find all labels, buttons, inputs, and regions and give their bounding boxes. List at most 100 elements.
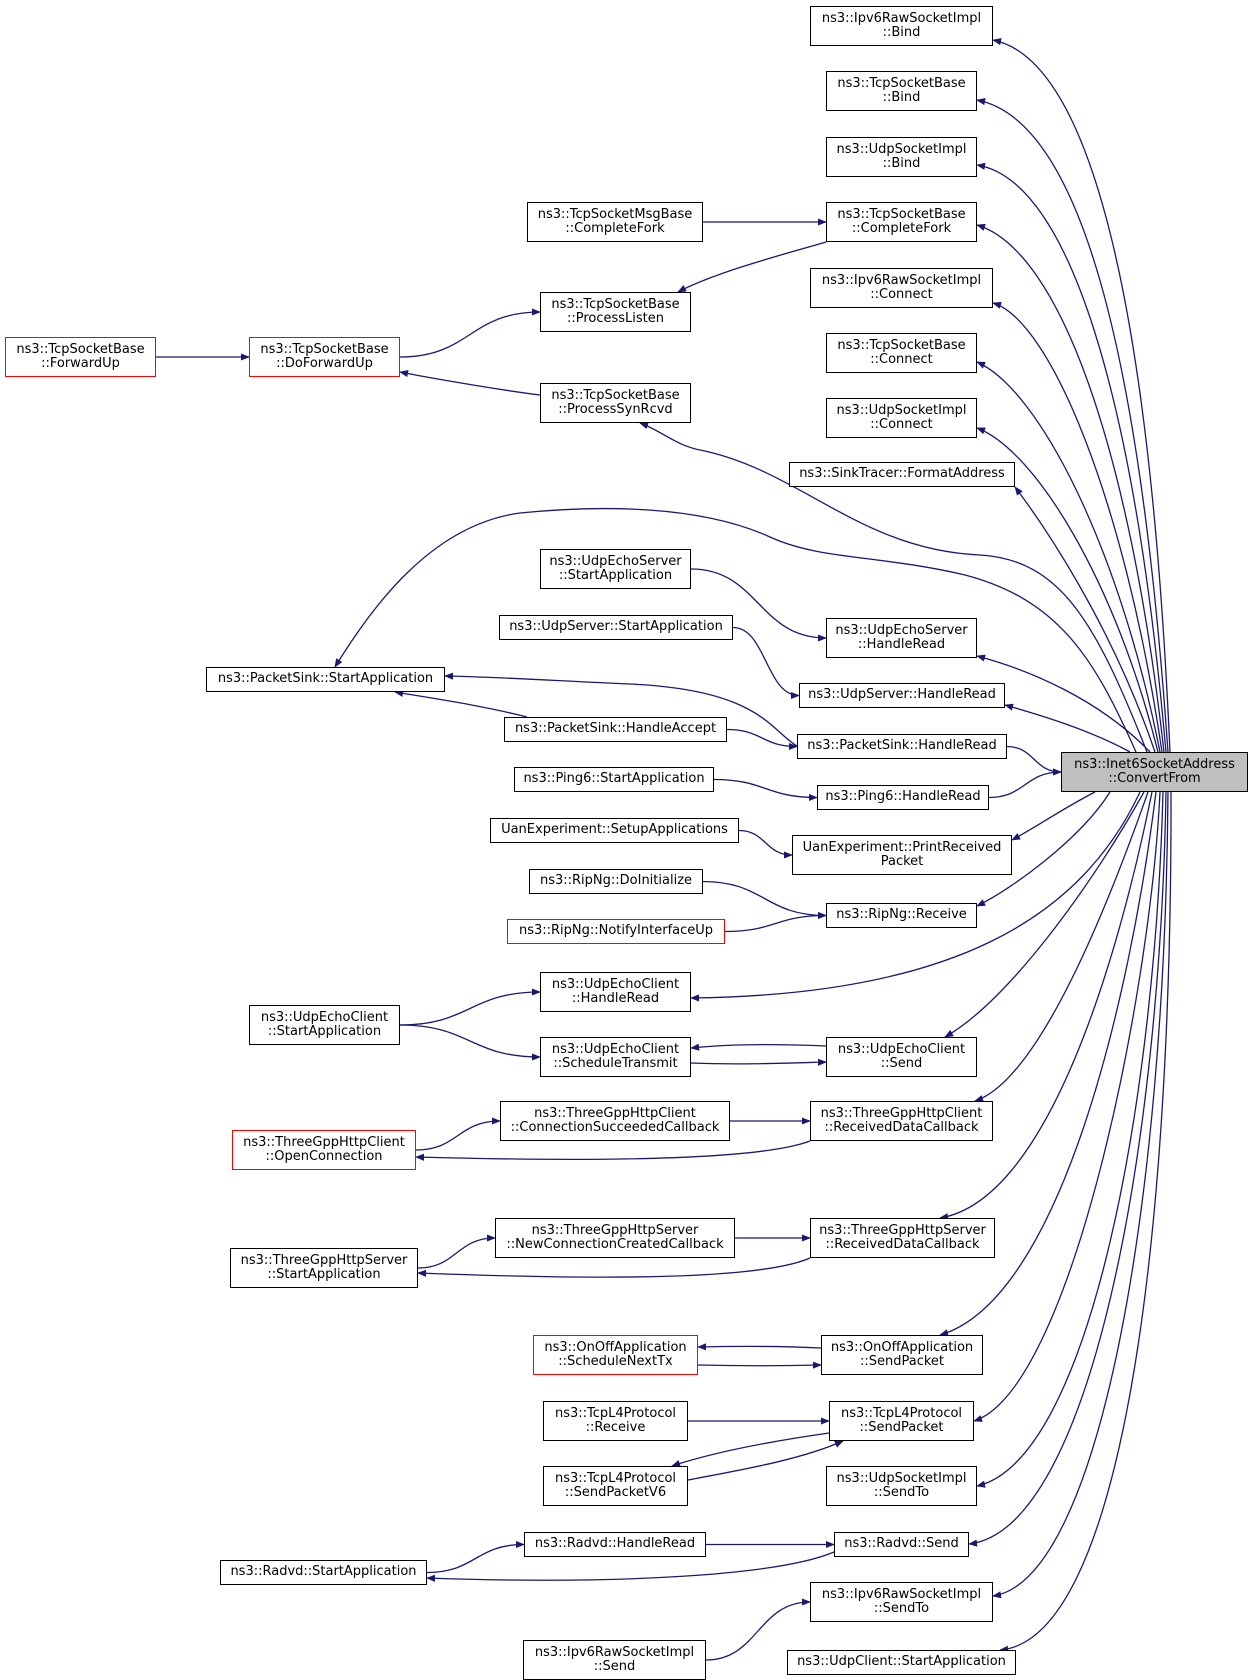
node-tcpbase-completefork[interactable]: ns3::TcpSocketBase::CompleteFork	[826, 202, 977, 242]
node-label-line: ::ProcessSynRcvd	[558, 402, 673, 417]
edge-sinktracer_formataddress-to-target	[1014, 486, 1156, 753]
node-ipv6raw-connect[interactable]: ns3::Ipv6RawSocketImpl::Connect	[810, 268, 993, 308]
node-udpechoclient-scheduletransmit[interactable]: ns3::UdpEchoClient::ScheduleTransmit	[540, 1037, 691, 1077]
node-onoff-sendpacket[interactable]: ns3::OnOffApplication::SendPacket	[821, 1335, 983, 1375]
node-tcpl4-receive[interactable]: ns3::TcpL4Protocol::Receive	[543, 1401, 688, 1441]
node-label-line: ns3::SinkTracer::FormatAddress	[799, 466, 1005, 482]
node-tcpbase-forwardup[interactable]: ns3::TcpSocketBase::ForwardUp	[5, 337, 156, 377]
edge-udpechoclient_send-to-udpechoclient_scheduletransmit	[690, 1058, 827, 1066]
node-packetsink-startapp[interactable]: ns3::PacketSink::StartApplication	[206, 667, 445, 692]
node-udpechoclient-handleread[interactable]: ns3::UdpEchoClient::HandleRead	[540, 972, 691, 1012]
node-udpechoserver-startapp[interactable]: ns3::UdpEchoServer::StartApplication	[540, 549, 691, 589]
edge-udpimpl_connect-to-target	[976, 427, 1159, 753]
node-http-server-receiveddata[interactable]: ns3::ThreeGppHttpServer::ReceivedDataCal…	[810, 1218, 995, 1258]
node-label-line: ns3::OnOffApplication	[830, 1339, 974, 1355]
node-radvd-startapp[interactable]: ns3::Radvd::StartApplication	[220, 1560, 427, 1585]
edge-packetsink_startapp-to-target	[334, 507, 1137, 753]
node-label-line: ns3::Ipv6RawSocketImpl	[821, 272, 982, 288]
edge-tcpbase_connect-to-target	[976, 361, 1161, 753]
node-uan-setupapps[interactable]: UanExperiment::SetupApplications	[490, 818, 739, 843]
node-ping6-startapp[interactable]: ns3::Ping6::StartApplication	[514, 767, 714, 792]
edge-packetsink_handleaccept-to-packetsink_handleread	[726, 728, 798, 751]
node-ipv6raw-send[interactable]: ns3::Ipv6RawSocketImpl::Send	[523, 1640, 706, 1680]
node-udpimpl-sendto[interactable]: ns3::UdpSocketImpl::SendTo	[826, 1466, 977, 1506]
node-label-line: ns3::Radvd::HandleRead	[534, 1536, 696, 1552]
node-udpechoclient-startapp[interactable]: ns3::UdpEchoClient::StartApplication	[249, 1005, 400, 1045]
edge-udpechoclient_handleread-to-target	[690, 791, 1141, 1002]
node-label-line: ns3::PacketSink::StartApplication	[217, 671, 434, 687]
edge-http_server_receiveddata-to-target	[939, 791, 1153, 1221]
node-http-client-connsucceeded[interactable]: ns3::ThreeGppHttpClient::ConnectionSucce…	[500, 1101, 730, 1141]
node-ipv6raw-bind[interactable]: ns3::Ipv6RawSocketImpl::Bind	[810, 6, 993, 46]
node-ipv6raw-sendto[interactable]: ns3::Ipv6RawSocketImpl::SendTo	[810, 1582, 993, 1622]
node-onoff-schedulenexttx[interactable]: ns3::OnOffApplication::ScheduleNextTx	[533, 1335, 698, 1375]
edge-ping6_startapp-to-ping6_handleread	[713, 778, 818, 802]
node-label-line: ns3::TcpSocketBase	[837, 337, 966, 353]
node-sinktracer-formataddress[interactable]: ns3::SinkTracer::FormatAddress	[789, 462, 1015, 487]
node-udpserver-startapp[interactable]: ns3::UdpServer::StartApplication	[499, 615, 733, 640]
node-label-line: ns3::Ipv6RawSocketImpl	[821, 10, 982, 26]
node-label-line: ns3::TcpSocketMsgBase	[537, 206, 693, 222]
edge-tcpbase_bind-to-target	[976, 98, 1169, 753]
node-label-line: ::StartApplication	[558, 568, 673, 583]
node-label-line: ::ConnectionSucceededCallback	[510, 1120, 720, 1135]
node-label-line: ::ScheduleNextTx	[558, 1354, 673, 1369]
node-label-line: ns3::TcpSocketBase	[16, 341, 145, 357]
edge-ipv6raw_bind-to-target	[992, 38, 1171, 753]
node-udpserver-handleread[interactable]: ns3::UdpServer::HandleRead	[799, 683, 1005, 708]
node-label-line: ns3::ThreeGppHttpServer	[531, 1222, 699, 1238]
node-ripng-receive[interactable]: ns3::RipNg::Receive	[826, 903, 977, 928]
node-ripng-notifyifup[interactable]: ns3::RipNg::NotifyInterfaceUp	[507, 919, 725, 944]
node-http-server-startapp[interactable]: ns3::ThreeGppHttpServer::StartApplicatio…	[230, 1248, 418, 1288]
edge-http_server_startapp-to-http_server_newconn	[417, 1234, 496, 1269]
node-udpclient-startapp[interactable]: ns3::UdpClient::StartApplication	[787, 1650, 1016, 1675]
node-ping6-handleread[interactable]: ns3::Ping6::HandleRead	[817, 785, 989, 810]
node-label-line: ns3::RipNg::NotifyInterfaceUp	[518, 923, 714, 939]
edge-packetsink_startapp-to-packetsink_handleread	[444, 672, 798, 747]
node-radvd-handleread[interactable]: ns3::Radvd::HandleRead	[524, 1532, 706, 1557]
node-label-line: ::SendPacket	[859, 1420, 944, 1435]
node-udpechoclient-send[interactable]: ns3::UdpEchoClient::Send	[826, 1037, 977, 1077]
node-tcpbase-connect[interactable]: ns3::TcpSocketBase::Connect	[826, 333, 977, 373]
node-tcpbase-bind[interactable]: ns3::TcpSocketBase::Bind	[826, 71, 977, 111]
edge-tcpl4_sendpacketv6-to-tcpl4_sendpacket	[671, 1432, 830, 1467]
edge-udpserver_startapp-to-udpserver_handleread	[732, 626, 800, 700]
node-radvd-send[interactable]: ns3::Radvd::Send	[834, 1532, 969, 1557]
node-ripng-doinitialize[interactable]: ns3::RipNg::DoInitialize	[529, 869, 703, 894]
edge-udpechoclient_startapp-to-udpechoclient_scheduletransmit	[399, 1024, 541, 1061]
node-tcpbase-processsynrcvd[interactable]: ns3::TcpSocketBase::ProcessSynRcvd	[540, 383, 691, 423]
node-udpimpl-bind[interactable]: ns3::UdpSocketImpl::Bind	[826, 137, 977, 177]
node-label-line: ::ForwardUp	[41, 356, 120, 371]
node-label-line: ::CompleteFork	[565, 221, 665, 236]
node-label-line: UanExperiment::SetupApplications	[501, 822, 728, 838]
edge-http_client_openconn-to-http_client_receiveddata	[415, 1140, 811, 1161]
node-label-line: ns3::TcpSocketBase	[837, 75, 966, 91]
edge-tcpbase_completefork-to-target	[976, 223, 1165, 753]
edge-tcpl4_sendpacket-to-tcpl4_sendpacketv6	[687, 1440, 844, 1481]
node-label-line: ns3::Radvd::StartApplication	[230, 1564, 417, 1580]
node-label-line: ns3::TcpSocketBase	[837, 206, 966, 222]
node-http-client-openconn[interactable]: ns3::ThreeGppHttpClient::OpenConnection	[232, 1130, 416, 1170]
node-label-line: UanExperiment::PrintReceived	[802, 839, 1002, 855]
node-label-line: ::ReceivedDataCallback	[824, 1120, 979, 1135]
edge-ripng_notifyifup-to-ripng_receive	[724, 911, 827, 933]
node-http-server-newconn[interactable]: ns3::ThreeGppHttpServer::NewConnectionCr…	[495, 1218, 735, 1258]
edge-udpechoserver_startapp-to-udpechoserver_handleread	[690, 568, 827, 642]
node-label-line: ns3::UdpEchoClient	[260, 1009, 389, 1025]
node-udpechoserver-handleread[interactable]: ns3::UdpEchoServer::HandleRead	[826, 618, 977, 658]
node-tcpmsg-completefork[interactable]: ns3::TcpSocketMsgBase::CompleteFork	[527, 202, 703, 242]
node-tcpl4-sendpacketv6[interactable]: ns3::TcpL4Protocol::SendPacketV6	[543, 1466, 688, 1506]
node-http-client-receiveddata[interactable]: ns3::ThreeGppHttpClient::ReceivedDataCal…	[810, 1101, 993, 1141]
node-packetsink-handleaccept[interactable]: ns3::PacketSink::HandleAccept	[504, 717, 727, 742]
edge-udpimpl_sendto-to-target	[976, 791, 1164, 1488]
node-tcpbase-doforwardup[interactable]: ns3::TcpSocketBase::DoForwardUp	[249, 337, 400, 377]
edge-udpechoclient_startapp-to-udpechoclient_handleread	[399, 988, 541, 1026]
node-packetsink-handleread[interactable]: ns3::PacketSink::HandleRead	[797, 734, 1007, 759]
node-udpimpl-connect[interactable]: ns3::UdpSocketImpl::Connect	[826, 398, 977, 438]
node-tcpbase-processlisten[interactable]: ns3::TcpSocketBase::ProcessListen	[540, 292, 691, 332]
edge-udpechoserver_handleread-to-target	[976, 654, 1151, 753]
node-tcpl4-sendpacket[interactable]: ns3::TcpL4Protocol::SendPacket	[829, 1401, 974, 1441]
